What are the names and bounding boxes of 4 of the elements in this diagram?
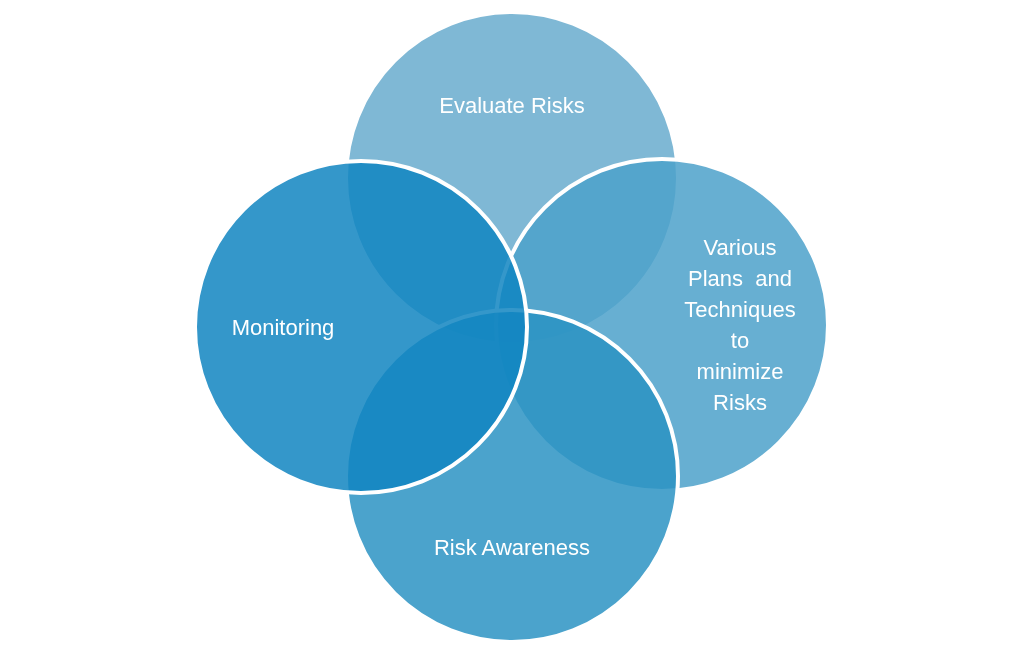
circle-label: Evaluate Risks bbox=[439, 91, 585, 120]
circle-label: Risk Awareness bbox=[433, 533, 591, 562]
circle-label: Various Plans and Techniques to minimize Risks bbox=[683, 234, 797, 417]
circle-label: Monitoring bbox=[231, 313, 335, 342]
